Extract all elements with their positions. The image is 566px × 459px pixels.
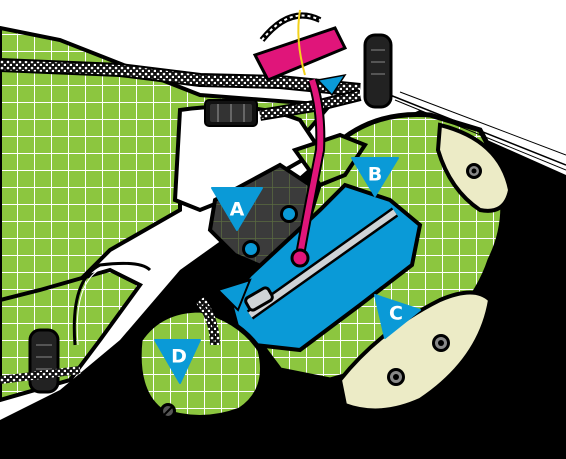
callout-c-label: C xyxy=(389,303,403,325)
grommet-icon xyxy=(387,368,405,386)
lower-left-panel xyxy=(136,307,265,420)
grommet-icon xyxy=(242,240,260,258)
callout-d: D xyxy=(154,339,201,384)
callout-b: B xyxy=(351,157,399,197)
grommet-icon xyxy=(432,334,450,352)
cord-lock-icon xyxy=(28,328,60,394)
zipper-pull-icon xyxy=(252,9,348,268)
screw-icon xyxy=(160,403,176,419)
callout-d-label: D xyxy=(171,346,187,368)
callout-c: C xyxy=(374,294,421,339)
callout-b-label: B xyxy=(368,164,382,186)
callout-a: A xyxy=(211,187,263,231)
buckle-icon xyxy=(204,99,258,127)
cord-lock-icon xyxy=(363,33,393,109)
callout-a-label: A xyxy=(230,199,245,221)
grommet-icon xyxy=(280,205,298,223)
slider-icon xyxy=(244,286,274,312)
grommet-icon xyxy=(466,163,482,179)
